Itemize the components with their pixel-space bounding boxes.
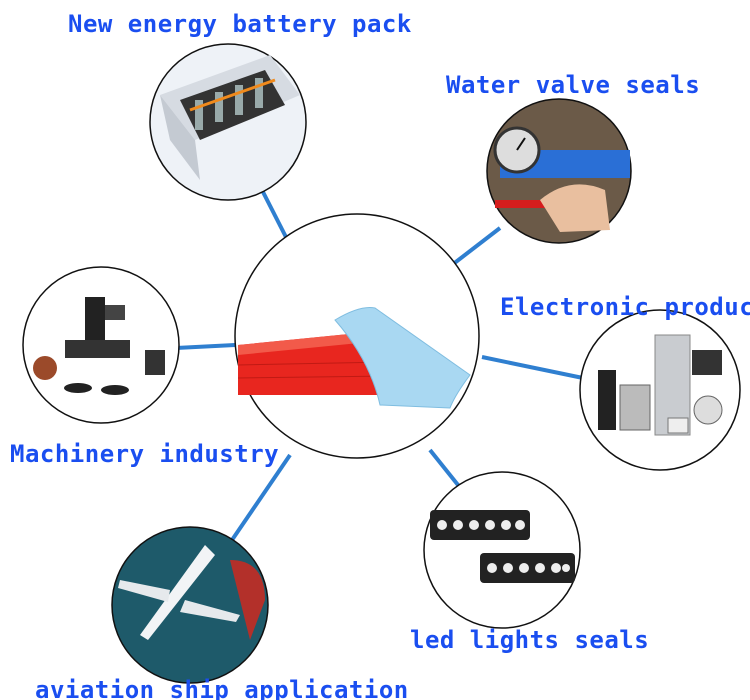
led-light-bars-image xyxy=(423,471,581,629)
connector-aviation xyxy=(230,453,292,542)
connector-valve xyxy=(446,226,502,270)
water-valve-image xyxy=(486,98,632,244)
connector-led xyxy=(428,448,464,492)
label-machinery-industry: Machinery industry xyxy=(10,440,280,468)
connector-machinery xyxy=(175,343,236,350)
connectors xyxy=(175,189,584,542)
label-led-lights-seals: led lights seals xyxy=(410,626,650,654)
label-aviation-ship-application: aviation ship application xyxy=(35,676,409,700)
aviation-ship-image xyxy=(111,526,269,684)
electronic-products-image xyxy=(579,309,741,471)
label-battery-pack: New energy battery pack xyxy=(68,10,412,38)
label-water-valve-seals: Water valve seals xyxy=(446,71,701,99)
heat-press-machine-image xyxy=(22,266,180,424)
connector-electronics xyxy=(481,355,584,380)
connector-battery xyxy=(260,189,292,246)
label-electronic-products: Electronic products xyxy=(500,293,750,321)
center-foam-image xyxy=(234,213,480,459)
battery-pack-image xyxy=(149,43,307,201)
